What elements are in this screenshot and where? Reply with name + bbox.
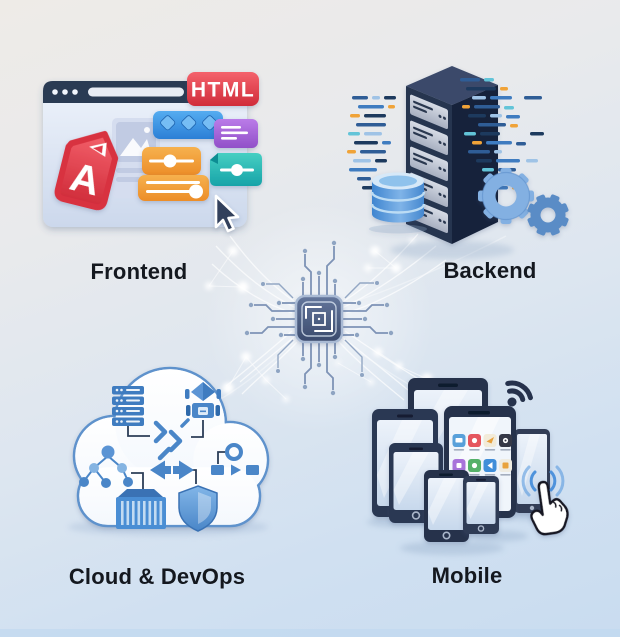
cpu-trace-terminals <box>244 240 394 396</box>
frontend-illustration: A HTML <box>43 72 262 233</box>
code-lines-left <box>347 96 396 190</box>
network-tree-icon <box>79 445 133 488</box>
diamond-strip-card <box>153 111 223 139</box>
glow-dots <box>205 237 433 403</box>
text-card <box>214 119 258 148</box>
bottom-strip <box>0 629 620 637</box>
server-shadow <box>390 241 514 259</box>
cursor-arrow-icon <box>214 194 240 233</box>
slider-lines-card <box>138 175 209 201</box>
diamond-icon <box>160 115 218 131</box>
address-bar <box>88 87 184 97</box>
angular-tag-icon: A <box>54 131 119 211</box>
app-grid <box>452 434 512 476</box>
shield-icon <box>178 485 218 532</box>
cloud-devops-illustration <box>68 366 270 536</box>
gear-icon-small <box>527 194 569 236</box>
chip-circuit-pattern <box>305 306 333 332</box>
frontend-label: Frontend <box>91 259 188 284</box>
app-icon <box>452 434 512 472</box>
cloud-devops-label: Cloud & DevOps <box>69 564 245 589</box>
database-icon <box>369 172 427 234</box>
backend-label: Backend <box>443 258 536 283</box>
cpu-circuit-traces <box>250 246 388 390</box>
html-badge: HTML <box>187 72 259 106</box>
topbar-dots <box>52 89 78 95</box>
sync-arrows-icon <box>150 460 194 480</box>
code-branch-icon <box>153 418 190 461</box>
html-badge-label: HTML <box>191 79 255 102</box>
slider-card <box>142 147 201 175</box>
constellation-lines <box>208 250 428 400</box>
section-labels: Frontend Backend Cloud & DevOps Mobile <box>69 258 537 589</box>
gear-icon-large <box>478 168 534 224</box>
chat-slider-card <box>210 153 262 186</box>
server-stack-icon <box>112 386 144 426</box>
wifi-icon <box>505 380 533 407</box>
phone-front-left <box>424 470 469 542</box>
mobile-label: Mobile <box>432 563 503 588</box>
phone-front-right <box>463 476 499 534</box>
cpu-chip-icon <box>294 294 344 344</box>
backend-illustration <box>347 66 569 259</box>
bot-icon <box>185 382 221 418</box>
container-icon <box>116 489 166 529</box>
touch-ripple <box>521 465 565 497</box>
touch-hand-icon <box>530 480 569 536</box>
mobile-illustration <box>367 378 569 555</box>
flowchart-icon <box>211 443 259 476</box>
